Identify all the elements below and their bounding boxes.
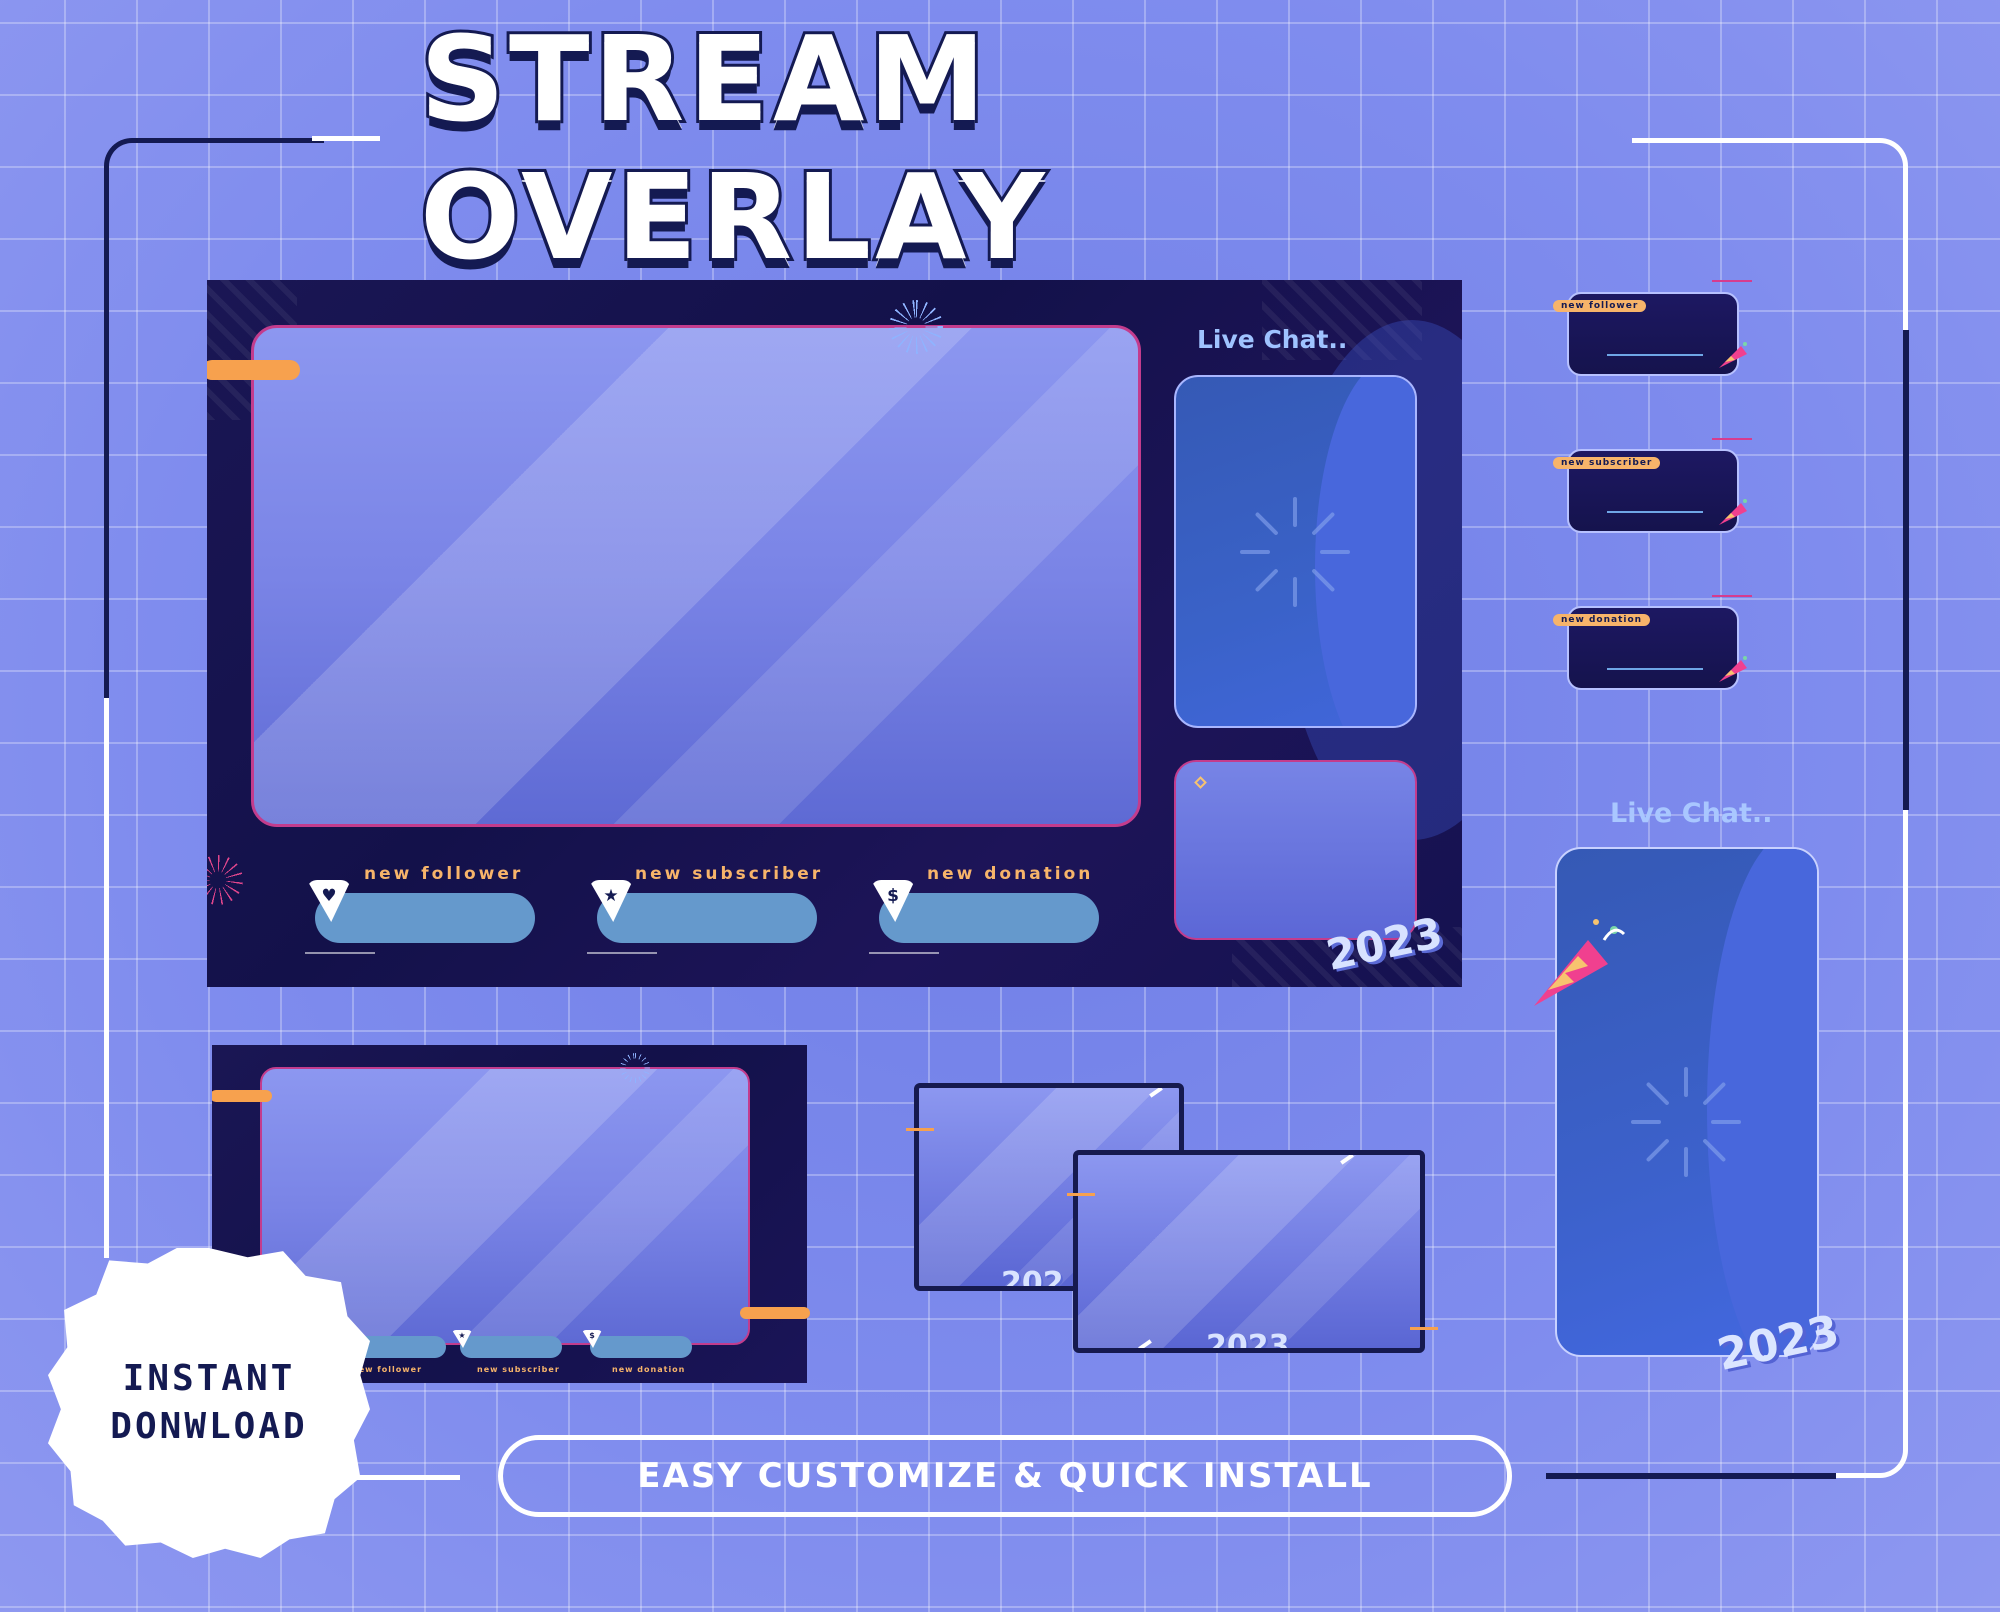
orange-accent-tick [1067,1193,1095,1196]
orange-accent-tab [207,360,300,380]
year-label: 2023 [1206,1329,1290,1353]
party-popper-icon [1719,342,1747,368]
frame-line-top [312,136,380,141]
screen-glare [254,328,1138,824]
alert-bar-follower [315,893,535,943]
party-popper-icon [1534,919,1626,1006]
screen-glare [1078,1155,1420,1348]
orange-accent-tick [906,1128,934,1131]
frame-line-right-accent [1903,330,1909,810]
main-game-screen [251,325,1141,827]
frame-line-left-white [104,698,109,1258]
party-popper-icon [1719,656,1747,682]
badge-line-1: INSTANT [122,1358,296,1399]
alert-widget-donation: new donation [1553,606,1747,690]
frame-line-bottom-accent [1546,1473,1836,1479]
small-game-screen [260,1067,750,1345]
firework-icon [207,855,243,905]
live-chat-title: Live Chat.. [1197,325,1348,354]
cta-banner: EASY CUSTOMIZE & QUICK INSTALL [498,1435,1512,1517]
alert-bar-donation [590,1336,692,1358]
firework-icon [620,1053,650,1083]
diamond-icon [1194,776,1207,789]
webcam-box [1174,760,1417,940]
alert-underline [587,952,657,954]
orange-accent-tab [212,1090,272,1102]
decor-line [1712,280,1752,282]
main-overlay-panel: Live Chat.. 2023 new follower ♥ new subs… [207,280,1462,987]
alert-widget-follower: new follower [1553,292,1747,376]
live-chat-box [1174,375,1417,728]
orange-accent-tick [1410,1327,1438,1330]
firework-icon [889,300,943,354]
alert-label-subscriber: new subscriber [635,864,824,884]
tall-live-chat-title: Live Chat.. [1610,798,1773,829]
alert-underline [869,952,939,954]
alert-underline [305,952,375,954]
badge-line-2: DONWLOAD [110,1406,308,1447]
page-title: STREAM OVERLAY [417,7,1049,289]
alert-widget-line [1607,511,1703,513]
party-popper-icon [1719,499,1747,525]
alert-widget-line [1607,354,1703,356]
alert-widget-tag: new subscriber [1553,457,1661,469]
year-label: 202 [1001,1266,1064,1291]
alert-bar-subscriber [597,893,817,943]
alert-widget-subscriber: new subscriber [1553,449,1747,533]
alert-label-subscriber: new subscriber [477,1365,560,1374]
loading-icon [1239,496,1351,607]
alert-label-follower: new follower [364,864,524,884]
alert-widget-line [1607,668,1703,670]
alert-label-donation: new donation [612,1365,686,1374]
decor-line [1712,595,1752,597]
screen-frame-front: 2023 [1073,1150,1425,1353]
decor-line [1712,438,1752,440]
instant-download-badge: INSTANT DONWLOAD [48,1248,370,1558]
frame-line-left [104,138,324,698]
alert-label-donation: new donation [927,864,1094,884]
tall-live-chat-box [1555,847,1819,1357]
alert-widget-tag: new donation [1553,614,1651,626]
alert-label-follower: new follower [352,1365,423,1374]
loading-icon [1631,1067,1742,1178]
orange-accent-tab [740,1307,810,1319]
frame-line-bottom [340,1475,460,1480]
alert-widget-tag: new follower [1553,300,1647,312]
alert-bar-donation [879,893,1099,943]
alert-bar-subscriber [460,1336,562,1358]
decor-stripes [1262,280,1422,360]
